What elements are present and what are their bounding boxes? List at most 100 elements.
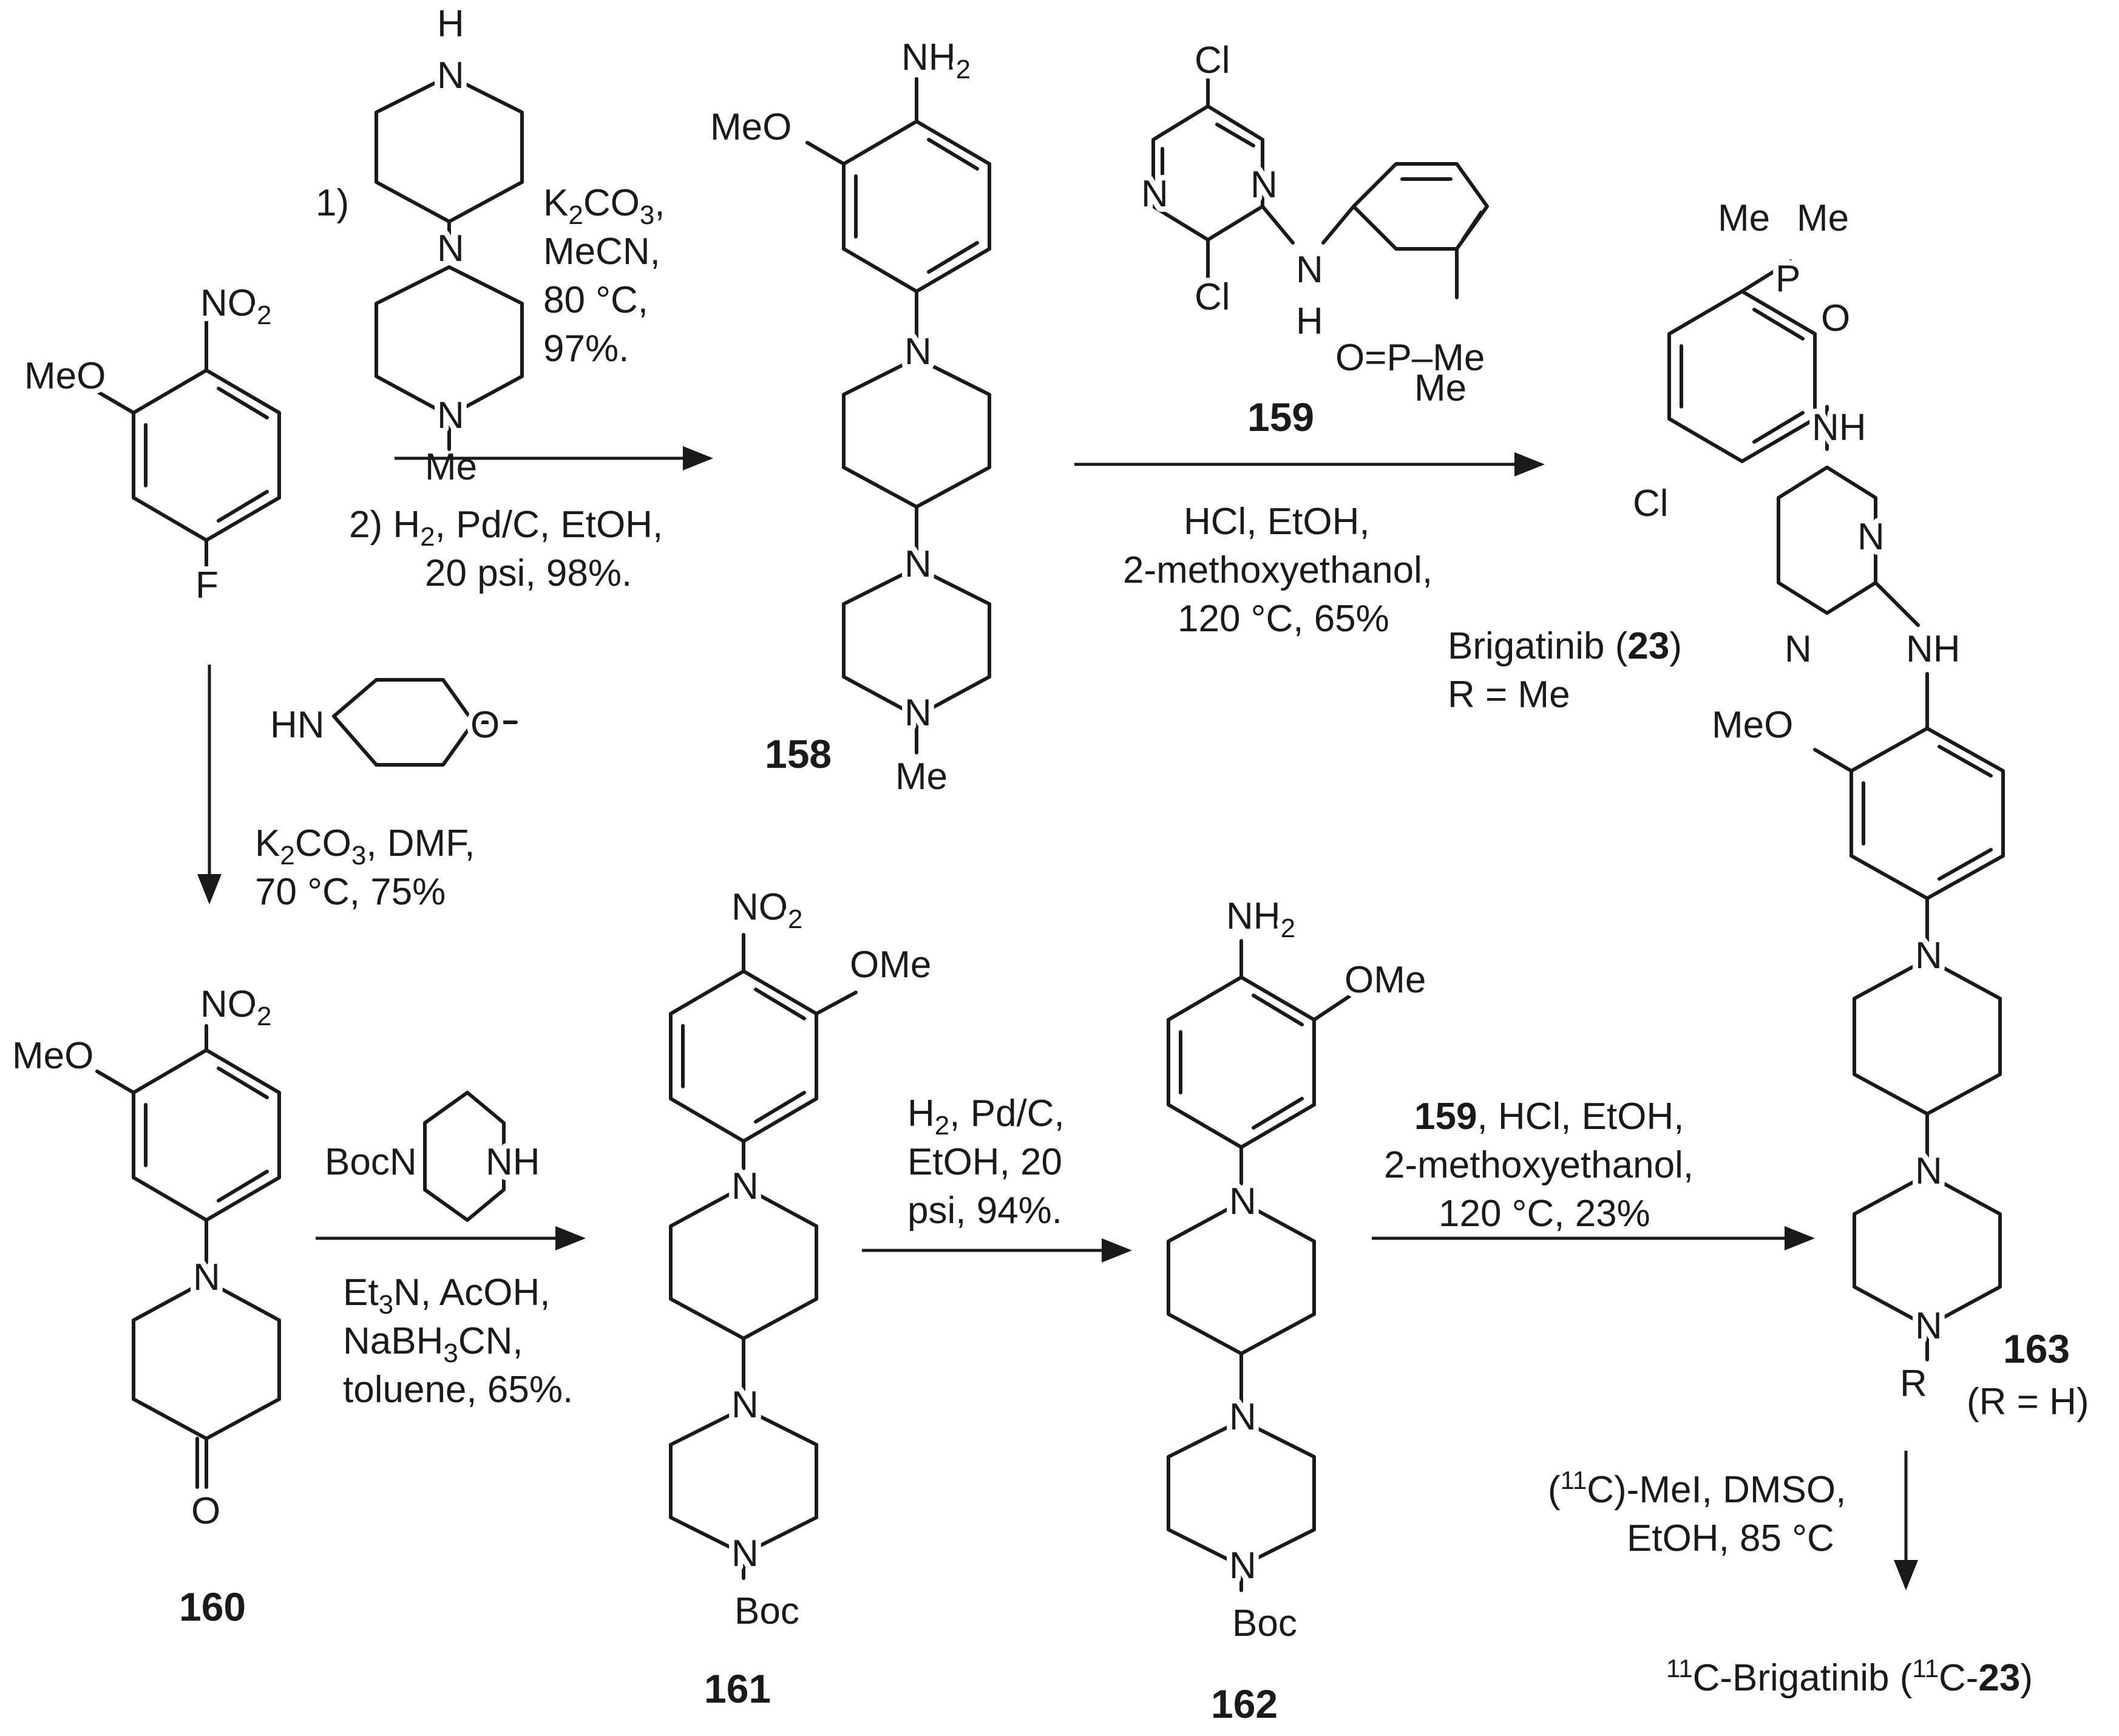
piperazine-n1: N [904,543,932,585]
nitro-group: NO2 [200,282,271,330]
svg-text:NaBH3CN,: NaBH3CN, [343,1320,523,1368]
phosphoryl-o: O= [1335,337,1386,379]
piperazine-n1: N [1915,1150,1942,1192]
methyl-label-2: Me [1414,367,1466,409]
label-159: 159 [1247,395,1314,439]
amino-nh: NH [1906,628,1961,670]
svg-text:O=P–Me: O=P–Me [1335,337,1485,379]
piperidinone-n: N [193,1256,220,1298]
pyrimidine-n1: N [1250,164,1278,206]
methoxy-label: MeO [710,106,792,148]
piperidine-nh: N [437,55,464,97]
methyl-label: –Me [1412,337,1485,379]
coupling-conditions: HCl, EtOH, 2-methoxyethanol, 120 °C, 65% [1123,501,1432,640]
reductive-amination-conditions: Et3N, AcOH, NaBH3CN, toluene, 65%. [343,1272,573,1411]
label-160: 160 [179,1584,246,1629]
methoxy-label: MeO [12,1035,93,1077]
piperazine-nh: NH [486,1141,540,1183]
aniline-nh2: NH2 [1226,895,1295,943]
nitro-group: NO2 [731,886,802,934]
chloro-label: Cl [1633,483,1669,524]
piperidinylpiperazine-reagent: N H N N Me 1) [316,3,524,488]
piperazine-n4: N [1915,1305,1942,1347]
piperidinone-o: O [470,704,500,746]
final-product-label: 11C-Brigatinib (11C-23) [1666,1654,2033,1699]
p-methyl-1: Me [1718,197,1770,239]
methoxy-label: OMe [1344,959,1426,1001]
methyl-label: Me [895,756,948,798]
cl-top: Cl [1195,39,1230,81]
compound-160-structure: NO2 MeO N O [7,978,281,1538]
methyl-label: Me [425,446,477,488]
brigatinib-structure: Me Me P O NH Cl N N NH MeO N N N R [1627,192,2005,1405]
svg-text:(11C)-MeI, DMSO,: (11C)-MeI, DMSO, [1548,1466,1846,1511]
pyrimidine-n3: N [1141,173,1168,215]
svg-text:70 °C, 75%: 70 °C, 75% [255,871,446,913]
phosphoryl-o: O [1821,297,1850,339]
piperazine-n4: N [1229,1545,1256,1587]
svg-text:EtOH, 85 °C: EtOH, 85 °C [1627,1517,1834,1559]
p-methyl-2: Me [1797,197,1849,239]
piperidine-h: H [437,3,464,45]
compound-158-structure: NH2 MeO N N N Me [705,31,991,798]
piperazine-n1: N [1229,1396,1256,1438]
label-158: 158 [765,731,832,776]
svg-text:H2, Pd/C,: H2, Pd/C, [907,1093,1065,1141]
svg-text:120 °C, 23%: 120 °C, 23% [1439,1193,1650,1235]
brigatinib-label: Brigatinib (23) [1448,625,1682,667]
piperidine-n: N [1229,1181,1256,1222]
piperazine-n4: N [731,1533,759,1575]
ketone-o: O [191,1490,220,1532]
svg-text:159, HCl, EtOH,: 159, HCl, EtOH, [1414,1096,1684,1138]
r-group: R [1900,1363,1927,1405]
phosphorus: P [1386,337,1411,379]
fluoro-label: F [195,565,219,606]
boc-piperazine-reagent: BocN NH [319,1091,546,1222]
svg-text:HCl, EtOH,: HCl, EtOH, [1184,501,1370,543]
compound-159-structure: Cl N N Cl N H O=P–Me Me [1136,34,1489,409]
piperidinone-nh: HN [270,704,325,746]
methoxy-label: MeO [1712,704,1793,746]
pyrimidine-n1: N [1857,516,1885,558]
piperidine-n: N [731,1165,759,1207]
aniline-n: N [1296,249,1323,291]
svg-text:toluene, 65%.: toluene, 65%. [343,1369,573,1411]
label-161: 161 [704,1666,771,1711]
radiolabeling-conditions: (11C)-MeI, DMSO, EtOH, 85 °C [1548,1466,1846,1559]
starting-material-structure: NO2 MeO F [19,277,281,612]
svg-text:Et3N, AcOH,: Et3N, AcOH, [343,1272,550,1320]
brigatinib-r-note: R = Me [1448,674,1570,716]
svg-text:EtOH, 20: EtOH, 20 [907,1141,1062,1183]
piperidine-n: N [1915,935,1942,977]
label-163: 163 [2003,1326,2070,1371]
anilino-nh: NH [1812,407,1866,449]
svg-text:K2CO3, DMF,: K2CO3, DMF, [255,822,475,870]
svg-text:MeCN,: MeCN, [543,231,660,273]
aniline-h: H [1296,300,1323,342]
phosphorus: P [1775,258,1800,300]
svg-text:K2CO3,: K2CO3, [543,182,665,230]
methoxy-label: MeO [24,355,106,397]
piperazine-n4: N [904,692,932,734]
methoxy-label: OMe [850,944,931,986]
piperazine-n4: N [437,395,464,436]
label-162: 162 [1211,1681,1278,1726]
svg-text:97%.: 97%. [543,328,629,370]
piperazine-n1: N [731,1384,759,1426]
boc-label: Boc [1232,1602,1297,1644]
cl-bottom: Cl [1195,276,1230,318]
pyrimidine-n3: N [1785,628,1812,670]
svg-text:20 psi, 98%.: 20 psi, 98%. [425,552,632,594]
second-coupling-conditions: 159, HCl, EtOH, 2-methoxyethanol, 120 °C… [1384,1096,1694,1235]
nitro-group: NO2 [200,983,271,1031]
svg-text:2) H2, Pd/C, EtOH,: 2) H2, Pd/C, EtOH, [349,504,663,552]
svg-text:2-methoxyethanol,: 2-methoxyethanol, [1384,1144,1694,1186]
hydrogenation-conditions: H2, Pd/C, EtOH, 20 psi, 94%. [907,1093,1065,1232]
svg-text:120 °C, 65%: 120 °C, 65% [1178,598,1389,640]
svg-text:80 °C,: 80 °C, [543,279,648,321]
piperidine-n: N [904,331,932,373]
step1-conditions: K2CO3, MeCN, 80 °C, 97%. 2) H2, Pd/C, Et… [349,182,665,594]
step1-number: 1) [316,182,349,224]
compound-162-structure: NH2 OMe N N N Boc [1167,890,1431,1644]
